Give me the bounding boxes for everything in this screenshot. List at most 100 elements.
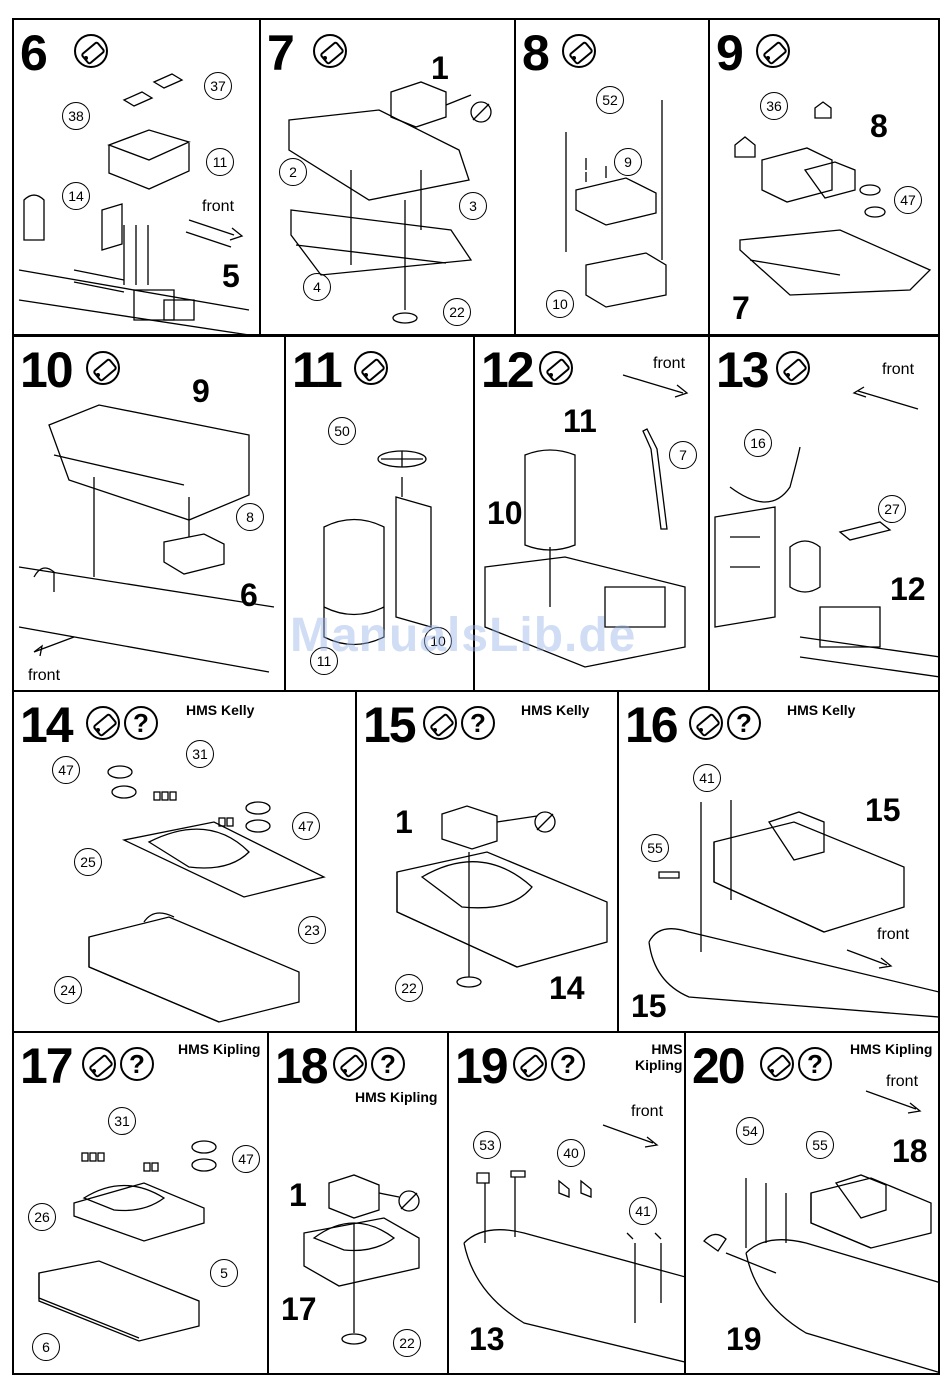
step-number: 18 (275, 1038, 329, 1094)
assembly-drawing (703, 1090, 938, 1373)
step-number: 15 (363, 697, 417, 753)
question-icon: ? (371, 1047, 405, 1081)
callout: 52 (596, 86, 624, 114)
glue-icon (354, 351, 388, 385)
step-number: 16 (625, 697, 679, 753)
callout: 22 (393, 1329, 421, 1357)
glue-icon (689, 706, 723, 740)
step-17-panel: 17 ? HMS Kipling 31 47 26 5 6 (12, 1031, 269, 1375)
part-ref: 11 (563, 403, 597, 439)
callout: 10 (546, 290, 574, 318)
assembly-drawing (38, 1140, 217, 1342)
part-ref: 9 (192, 373, 210, 409)
assembly-drawing (303, 1174, 420, 1345)
step-19-panel: 19 ? HMS Kipling front 13 53 40 41 (447, 1031, 686, 1375)
step-number: 9 (716, 25, 744, 81)
callout: 55 (641, 834, 669, 862)
step-16-panel: 16 ? HMS Kelly 15 15 front 41 55 (617, 690, 940, 1033)
callout: 14 (62, 182, 90, 210)
step-number: 8 (522, 25, 550, 81)
part-ref: 1 (395, 804, 413, 840)
glue-icon (776, 351, 810, 385)
step-number: 12 (481, 342, 535, 398)
assembly-drawing (18, 404, 275, 673)
assembly-drawing (648, 800, 938, 1018)
callout: 24 (54, 976, 82, 1004)
callout: 11 (310, 647, 338, 675)
front-label: front (28, 667, 61, 684)
step-14-panel: 14 ? HMS Kelly 47 31 47 25 23 24 (12, 690, 357, 1033)
step-number: 14 (20, 697, 74, 753)
watermark: ManualsLib.de (290, 609, 637, 662)
callout: 55 (806, 1131, 834, 1159)
callout: 26 (28, 1203, 56, 1231)
glue-icon (74, 34, 108, 68)
glue-icon (760, 1047, 794, 1081)
callout: 37 (204, 72, 232, 100)
step-number: 11 (292, 342, 343, 398)
assembly-drawing (288, 81, 492, 324)
step-number: 7 (267, 25, 295, 81)
part-ref: 8 (870, 108, 888, 144)
callout: 16 (744, 429, 772, 457)
callout: 5 (210, 1259, 238, 1287)
part-ref: 13 (469, 1321, 505, 1357)
callout: 22 (395, 974, 423, 1002)
part-ref: 17 (281, 1291, 317, 1327)
assembly-drawing (484, 374, 689, 668)
step-number: 6 (20, 25, 48, 81)
callout: 36 (760, 92, 788, 120)
callout: 10 (424, 627, 452, 655)
step-20-panel: 20 ? HMS Kipling front 18 19 54 55 (684, 1031, 940, 1375)
step-15-panel: 15 ? HMS Kelly 1 14 22 (355, 690, 619, 1033)
question-icon: ? (798, 1047, 832, 1081)
step-8-panel: 8 52 9 10 (514, 18, 710, 336)
callout: 47 (894, 186, 922, 214)
ship-variant-label: HMS Kipling (355, 1089, 438, 1105)
part-ref: 18 (892, 1133, 928, 1169)
step-10-panel: 10 9 6 front 8 (12, 335, 286, 692)
question-icon: ? (727, 706, 761, 740)
step-12-panel: 12 front 11 10 7 (473, 335, 710, 692)
front-label: front (631, 1103, 664, 1120)
callout: 22 (443, 298, 471, 326)
assembly-drawing (18, 73, 250, 334)
glue-icon (86, 351, 120, 385)
ship-variant-label: HMS Kelly (521, 702, 590, 718)
step-number: 19 (455, 1038, 509, 1094)
part-ref: 14 (549, 970, 585, 1006)
front-label: front (653, 355, 686, 372)
step-number: 17 (20, 1038, 74, 1094)
question-icon: ? (120, 1047, 154, 1081)
assembly-drawing (734, 101, 932, 296)
callout: 38 (62, 102, 90, 130)
callout: 6 (32, 1333, 60, 1361)
callout: 8 (236, 503, 264, 531)
callout: 4 (303, 273, 331, 301)
ship-variant-label: HMS Kelly (787, 702, 856, 718)
part-ref: 12 (890, 571, 926, 607)
callout: 41 (693, 764, 721, 792)
front-label: front (886, 1073, 919, 1090)
step-9-panel: 9 8 7 36 47 (708, 18, 940, 336)
glue-icon (513, 1047, 547, 1081)
step-number: 10 (20, 342, 74, 398)
ship-variant-label: HMS Kelly (186, 702, 255, 718)
callout: 54 (736, 1117, 764, 1145)
ship-variant-label: HMS Kipling (850, 1041, 933, 1057)
callout: 41 (629, 1197, 657, 1225)
part-ref: 5 (222, 258, 240, 294)
callout: 31 (108, 1107, 136, 1135)
callout: 47 (292, 812, 320, 840)
glue-icon (756, 34, 790, 68)
front-label: front (877, 926, 910, 943)
step-13-panel: 13 front 12 16 27 (708, 335, 940, 692)
callout: 53 (473, 1131, 501, 1159)
part-ref: 19 (726, 1321, 762, 1357)
callout: 50 (328, 417, 356, 445)
question-icon: ? (124, 706, 158, 740)
assembly-drawing (714, 386, 938, 678)
callout: 47 (52, 756, 80, 784)
assembly-drawing (323, 450, 432, 646)
step-18-panel: 18 ? HMS Kipling 1 17 22 (267, 1031, 449, 1375)
